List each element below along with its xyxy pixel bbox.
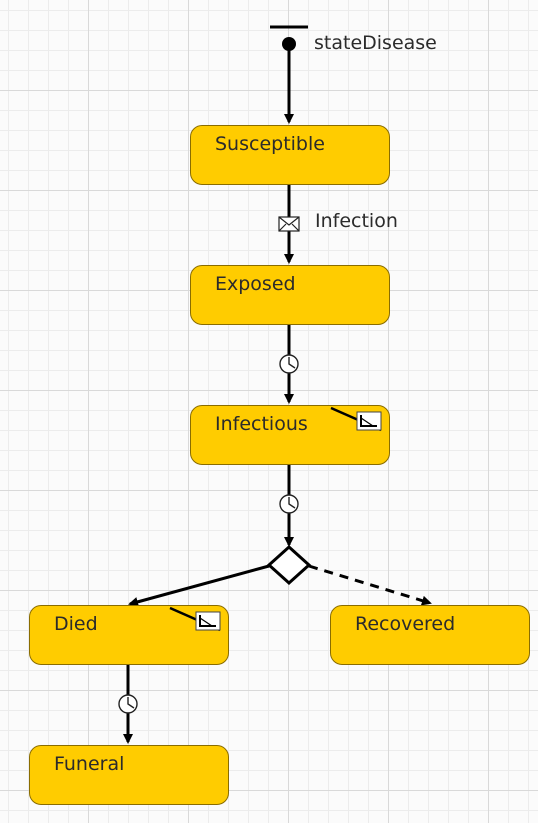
state-exposed[interactable]: Exposed xyxy=(190,265,390,325)
clock-icon xyxy=(118,694,138,714)
clock-icon xyxy=(279,354,299,374)
transition-branch-recovered-default[interactable] xyxy=(308,564,432,606)
state-infectious[interactable]: Infectious xyxy=(190,405,390,465)
state-died[interactable]: Died xyxy=(29,605,229,665)
entry-action-icon xyxy=(330,406,382,432)
state-funeral[interactable]: Funeral xyxy=(29,745,229,805)
state-label-funeral: Funeral xyxy=(54,753,125,775)
initial-pointer-label[interactable]: stateDisease xyxy=(314,32,437,54)
clock-icon xyxy=(279,494,299,514)
transition-label-infection[interactable]: Infection xyxy=(315,210,398,232)
branch-diamond-icon[interactable] xyxy=(266,544,312,586)
transition-branch-died[interactable] xyxy=(128,564,270,607)
state-label-exposed: Exposed xyxy=(215,273,296,295)
envelope-icon xyxy=(278,216,300,232)
state-label-infectious: Infectious xyxy=(215,413,308,435)
state-label-susceptible: Susceptible xyxy=(215,133,325,155)
state-recovered[interactable]: Recovered xyxy=(330,605,530,665)
entry-action-icon xyxy=(169,606,221,632)
state-label-recovered: Recovered xyxy=(355,613,456,635)
initial-pointer-dot xyxy=(282,37,296,51)
state-label-died: Died xyxy=(54,613,98,635)
state-susceptible[interactable]: Susceptible xyxy=(190,125,390,185)
